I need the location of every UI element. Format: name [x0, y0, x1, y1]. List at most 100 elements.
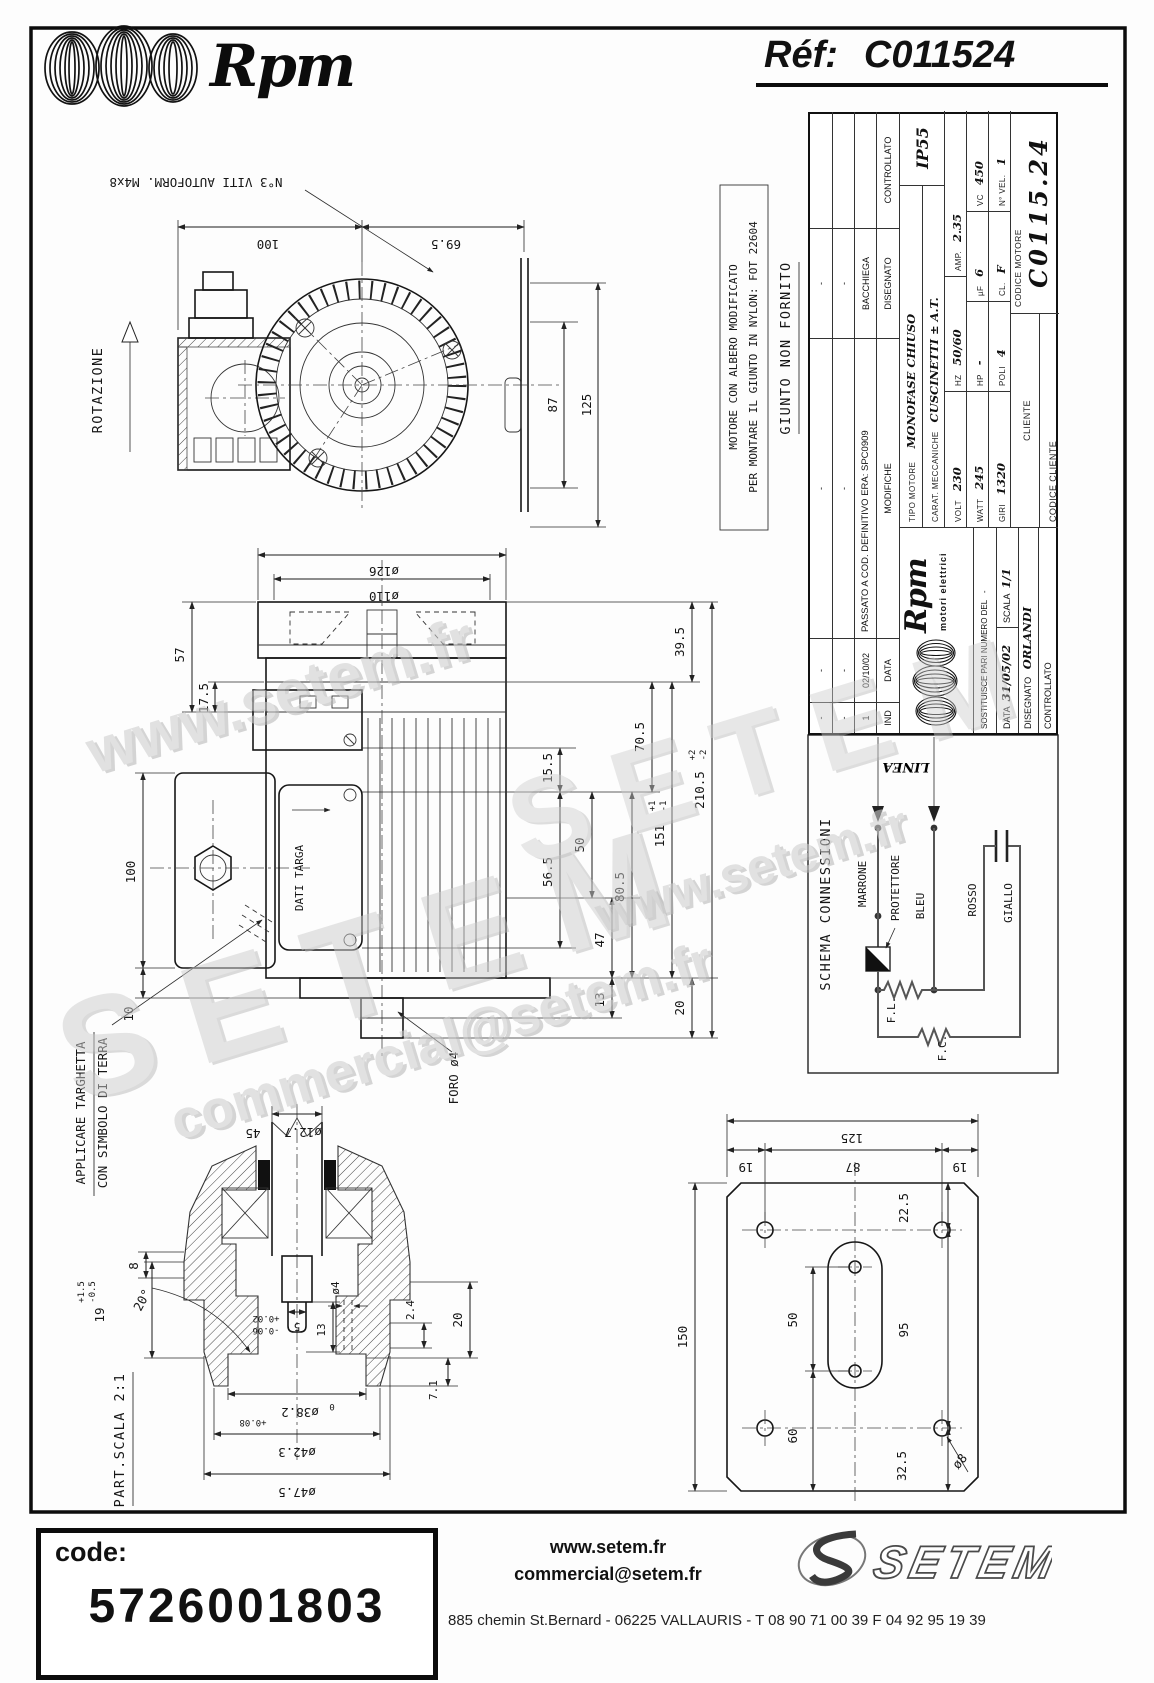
dim-39-5: 39.5 — [672, 627, 687, 657]
ref-label: Réf: — [764, 34, 838, 76]
vc-value: 450 — [972, 161, 986, 186]
dim-o38-2-plus: +0.08 — [239, 1417, 266, 1427]
dim-100: 100 — [257, 237, 280, 252]
dim-151-plus: +1 — [648, 801, 658, 812]
dim-19-plus: +1.5 — [77, 1281, 87, 1303]
codice-cliente-label: CODICE CLIENTE — [1048, 440, 1058, 522]
dim-5: 5 — [294, 1320, 301, 1333]
dim-100-side: 100 — [123, 861, 138, 884]
schema-linea-label: LINEA — [882, 759, 930, 774]
dim-plate-125: 125 — [841, 1131, 864, 1146]
rev-cell: - — [832, 229, 854, 339]
wire-rosso — [934, 845, 996, 991]
giunto-text: GIUNTO NON FORNITO — [778, 261, 794, 434]
resistor-fl-label: F.L. — [885, 997, 898, 1024]
hz-label: HZ — [954, 374, 963, 386]
dim-plate-95: 95 — [896, 1322, 911, 1337]
footer-email: commercial@setem.fr — [514, 1564, 702, 1584]
technical-drawing: MOTORE CON ALBERO MODIFICATO PER MONTARE… — [29, 26, 1127, 1514]
tipo-value: MONOFASE CHIUSO — [904, 313, 918, 449]
dim-19: 19 — [92, 1307, 107, 1322]
disegnato-value: ORLANDI — [1020, 606, 1034, 670]
rev-cell: - — [810, 229, 832, 339]
dim-8: 8 — [126, 1262, 141, 1270]
dim-plate-32-5: 32.5 — [894, 1451, 909, 1481]
dim-151: 151 — [652, 825, 667, 848]
nvel-label: N° VEL. — [998, 174, 1007, 206]
dim-plate-50: 50 — [785, 1312, 800, 1327]
footer-site: www.setem.fr — [549, 1537, 667, 1557]
schema-title: SCHEMA CONNESSIONI — [818, 817, 834, 990]
cl-value: F — [994, 265, 1008, 274]
setem-swoosh-icon — [797, 1530, 867, 1587]
scala-value: 1/1 — [999, 568, 1013, 589]
schema-connessioni: SCHEMA CONNESSIONI LINEA MARRONE PROTETT… — [807, 734, 1059, 1074]
line-arrow-icon — [872, 806, 884, 822]
dim-5-plus: +0.02 — [252, 1313, 279, 1323]
section-view: ø12.7 45 8 19 +1.5 -0.5 20° 5 +0.02 -0.0… — [77, 1104, 478, 1507]
scala-label: SCALA — [1002, 593, 1012, 623]
dim-o38-2-0: 0 — [329, 1401, 334, 1411]
resistor-fl-symbol — [878, 979, 934, 1001]
amp-value: 2.35 — [950, 213, 964, 242]
rev-cell — [810, 112, 832, 229]
dim-80-5: 80.5 — [612, 872, 627, 902]
wire-giallo-label: GIALLO — [1002, 883, 1015, 923]
cover-screw-icon — [295, 318, 462, 468]
vc-label: VC — [976, 194, 985, 206]
poli-label: POLI — [998, 366, 1007, 386]
wire-fc-giallo — [877, 845, 1021, 1048]
dim-19-minus: -0.5 — [88, 1281, 98, 1303]
titleblock-logo: Rpm motori elettrici — [899, 528, 973, 733]
dim-13: 13 — [592, 992, 607, 1007]
dim-angle-20: 20° — [130, 1286, 154, 1313]
codice-motore-cell: CODICE MOTORE C0115.24 — [1010, 111, 1059, 314]
carat-label: CARAT. MECCANICHE — [931, 431, 940, 522]
applicare-line-1: APPLICARE TARGHETTA — [73, 1041, 88, 1184]
footer-address: 885 chemin St.Bernard - 06225 VALLAURIS … — [448, 1612, 986, 1629]
rev-cell: - — [810, 639, 832, 703]
dim-plate-60: 60 — [785, 1428, 800, 1443]
dati-targa-label: DATI TARGA — [293, 845, 306, 912]
rev-row-date: 02/10/02 — [854, 639, 876, 703]
rev-cell: - — [832, 703, 854, 733]
protettore-label: PROTETTORE — [889, 855, 902, 921]
dim-plate-19-left: 19 — [738, 1160, 753, 1175]
giri-value: 1320 — [994, 463, 1008, 496]
carat-value: CUSCINETTI ± A.T. — [927, 297, 941, 423]
giri-label: GIRI — [998, 503, 1007, 522]
dim-o126: ø126 — [369, 564, 399, 579]
dim-o47-5: ø47.5 — [278, 1485, 316, 1500]
dim-45: 45 — [245, 1126, 260, 1141]
rotation-arrow-icon — [121, 320, 139, 343]
title-block: - - - - - - - - 1 02/10/02 PASSATO A COD… — [808, 111, 1059, 735]
code-label: code: — [55, 1537, 128, 1567]
watt-label: WATT — [976, 498, 985, 522]
rpm-logo: Rpm — [42, 24, 356, 108]
rev-header-controllato: CONTROLLATO — [876, 112, 899, 229]
dim-plate-22-5: 22.5 — [896, 1193, 911, 1223]
code-value: 5726001803 — [88, 1580, 386, 1633]
giunto-note: GIUNTO NON FORNITO — [778, 261, 800, 435]
rev-cell: - — [816, 716, 826, 720]
rev-cell — [832, 112, 854, 229]
spec-table: TIPO MOTORE MONOFASE CHIUSO CARAT. MECCA… — [899, 111, 1059, 528]
applicare-line-2: CON SIMBOLO DI TERRA — [95, 1037, 110, 1188]
dim-plate-19-right: 19 — [952, 1160, 967, 1175]
dim-20: 20 — [672, 1000, 687, 1015]
rev-header-data: DATA — [876, 639, 899, 703]
rev-cell: - — [832, 639, 854, 703]
ref-value: C011524 — [863, 34, 1016, 76]
hz-value: 50/60 — [950, 329, 964, 366]
dim-69-5: 69.5 — [431, 237, 461, 252]
dim-o12-7: ø12.7 — [284, 1125, 322, 1140]
data-value: 31/05/02 — [999, 644, 1013, 702]
part-scala-label: PART.SCALA 2:1 — [112, 1373, 128, 1508]
dim-17-5: 17.5 — [196, 683, 211, 713]
dim-2-4: 2.4 — [404, 1300, 417, 1320]
controllato-row: CONTROLLATO — [1038, 528, 1058, 733]
viti-note: N°3 VITI AUTOFORM. M4x8 — [109, 175, 282, 190]
setem-logo-text: SETEM — [869, 1536, 1052, 1587]
cliente-cell: CLIENTE — [1010, 314, 1039, 527]
dim-o42-3: ø42.3 — [278, 1445, 316, 1460]
